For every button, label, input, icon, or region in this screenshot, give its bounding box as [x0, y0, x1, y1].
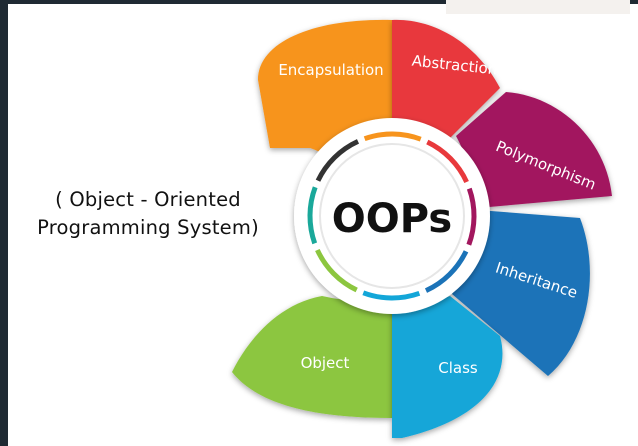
top-strip: [446, 0, 630, 14]
center-title: OOPs: [332, 196, 452, 242]
petal-class: [392, 296, 503, 438]
ring-arc: [307, 186, 318, 245]
ring-arc: [466, 187, 477, 246]
ring-arc: [315, 139, 360, 182]
label-encapsulation: Encapsulation: [278, 61, 383, 79]
ring-arc: [362, 290, 421, 301]
petal-inheritance: [452, 210, 590, 376]
ring-arc: [363, 131, 422, 142]
subtitle: ( Object - Oriented Programming System): [14, 186, 282, 242]
label-class: Class: [438, 359, 478, 377]
ring-arc: [424, 250, 469, 293]
petal-object: [232, 296, 392, 418]
center-ring: [307, 131, 477, 301]
petal-abstraction: [392, 19, 500, 138]
ring-arc: [315, 248, 358, 293]
petal-polymorphism: [456, 92, 612, 208]
subtitle-line-1: ( Object - Oriented: [55, 188, 241, 211]
label-object: Object: [301, 354, 350, 372]
center-hub-inner: [319, 143, 465, 289]
ring-arc: [426, 139, 469, 184]
subtitle-line-2: Programming System): [37, 216, 259, 239]
